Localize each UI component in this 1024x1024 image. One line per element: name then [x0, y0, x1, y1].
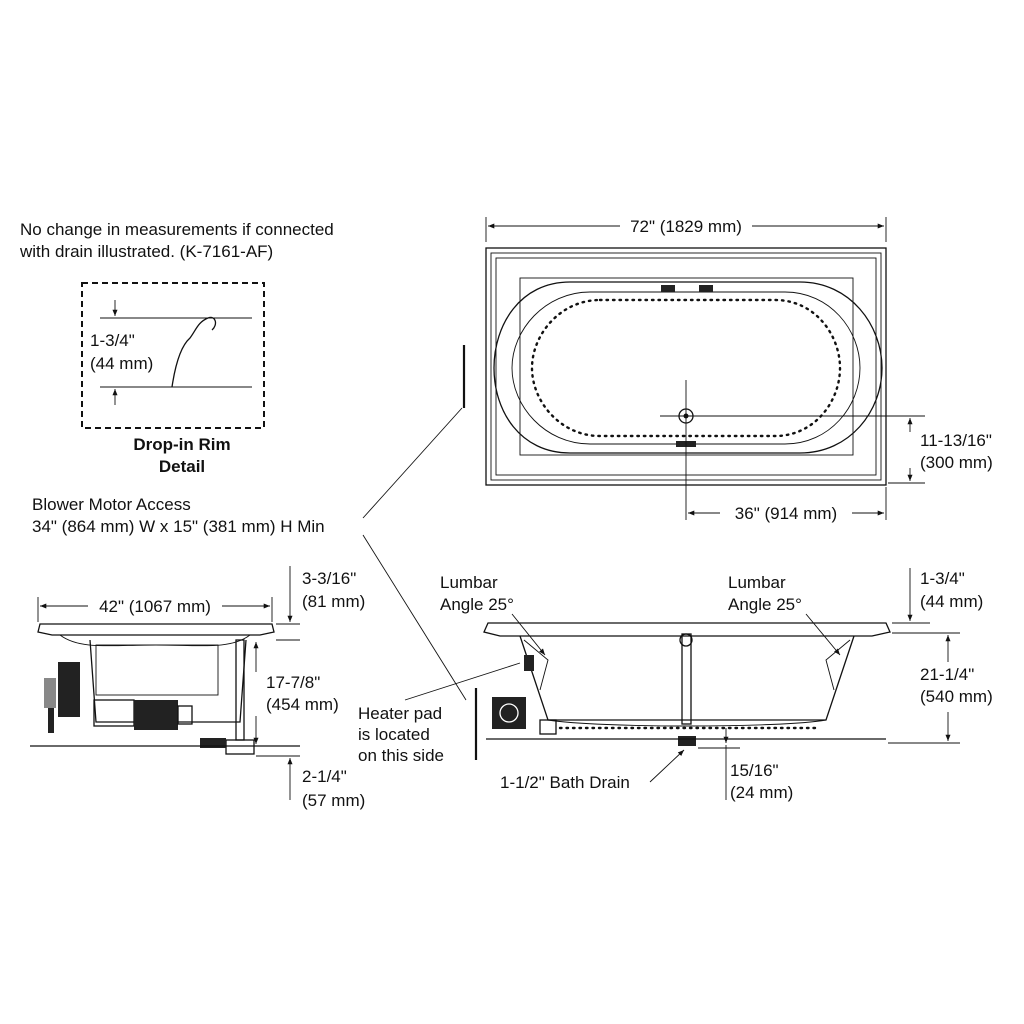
- detail-dim-line1: 1-3/4": [90, 331, 135, 350]
- lumbar-left-line1: Lumbar: [440, 573, 498, 592]
- front-pump-icon: [492, 697, 526, 729]
- heater-leader: [404, 662, 521, 701]
- rim-detail: 1-3/4" (44 mm) Drop-in Rim Detail: [81, 282, 265, 476]
- side-rim-line1: 3-3/16": [302, 569, 356, 588]
- side-foot-icon: [200, 738, 226, 748]
- side-under-line2: (57 mm): [302, 791, 365, 810]
- lumbar-right-line1: Lumbar: [728, 573, 786, 592]
- detail-title-line1: Drop-in Rim: [133, 435, 230, 454]
- front-drain-dim-line2: (24 mm): [730, 783, 793, 802]
- side-height-line2: (454 mm): [266, 695, 339, 714]
- heater-note-line3: on this side: [358, 746, 444, 765]
- lumbar-right-contour: [825, 639, 851, 691]
- front-drain-dim-line1: 15/16": [730, 761, 779, 780]
- bath-drain-label: 1-1/2" Bath Drain: [500, 773, 630, 792]
- blower-access-line2: 34" (864 mm) W x 15" (381 mm) H Min: [32, 517, 325, 536]
- detail-rim-profile: [171, 316, 217, 388]
- drain-offset-dim: 36" (914 mm): [735, 504, 837, 523]
- blower-motor-icon: [134, 700, 178, 730]
- blower-leader-top: [362, 407, 463, 519]
- side-under-line1: 2-1/4": [302, 767, 347, 786]
- front-view: Lumbar Angle 25° Lumbar Angle 25° 1-3/4"…: [440, 568, 993, 802]
- drain-note-line1: No change in measurements if connected: [20, 220, 334, 239]
- side-rim: [37, 623, 275, 636]
- front-pump-fan-icon: [499, 703, 519, 723]
- front-rim-line2: (44 mm): [920, 592, 983, 611]
- front-height-line1: 21-1/4": [920, 665, 974, 684]
- top-view: 72" (1829 mm) 36" (914 mm) 11-13/16" (30…: [485, 217, 993, 523]
- front-overflow-cap-icon: [679, 633, 693, 647]
- tub-bowl-outline: [493, 281, 883, 454]
- lumbar-left-leader: [511, 613, 546, 656]
- front-tub-body: [519, 635, 855, 721]
- lumbar-left-line2: Angle 25°: [440, 595, 514, 614]
- front-overflow-pipe: [681, 633, 692, 725]
- front-tub-bottom-curve: [547, 719, 827, 727]
- top-width-dim: 72" (1829 mm): [630, 217, 742, 236]
- side-rim-line2: (81 mm): [302, 592, 365, 611]
- tub-deck-line: [519, 277, 854, 456]
- jet-icon-left: [661, 285, 675, 292]
- heater-note-line1: Heater pad: [358, 704, 442, 723]
- blower-access-line1: Blower Motor Access: [32, 495, 191, 514]
- drain-depth-line1: 11-13/16": [920, 431, 992, 450]
- drain-depth-line2: (300 mm): [920, 453, 993, 472]
- pump-motor-icon: [58, 662, 80, 717]
- side-view: 42" (1067 mm) 3-3/16" (81 mm) 17-7/8" (4…: [30, 566, 365, 810]
- front-rim-line1: 1-3/4": [920, 569, 965, 588]
- detail-title-line2: Detail: [159, 457, 205, 476]
- pump-cord-icon: [48, 708, 54, 733]
- detail-frame: [81, 282, 265, 429]
- blower-connector-icon: [177, 705, 193, 725]
- side-apron-panel: [95, 644, 219, 696]
- pump-cable-icon: [44, 678, 56, 708]
- heater-pad-icon: [524, 655, 534, 671]
- lumbar-right-line2: Angle 25°: [728, 595, 802, 614]
- side-height-line1: 17-7/8": [266, 673, 320, 692]
- front-height-line2: (540 mm): [920, 687, 993, 706]
- side-rim-curve: [59, 634, 251, 647]
- detail-dim-line2: (44 mm): [90, 354, 153, 373]
- front-controller-icon: [539, 719, 557, 735]
- lumbar-left-contour: [523, 639, 549, 691]
- front-drain-trap-icon: [678, 736, 696, 746]
- side-drain-trap: [225, 739, 255, 755]
- tub-bowl-inner: [511, 291, 861, 445]
- side-width-dim: 42" (1067 mm): [99, 597, 211, 616]
- front-rim: [483, 622, 891, 637]
- heater-note-line2: is located: [358, 725, 430, 744]
- jet-icon-right: [699, 285, 713, 292]
- lumbar-right-leader: [805, 613, 841, 656]
- drain-note-line2: with drain illustrated. (K-7161-AF): [19, 242, 273, 261]
- blower-leader-bottom: [362, 534, 467, 701]
- tub-floor-texture: [530, 298, 842, 438]
- bath-drain-leader: [649, 749, 685, 783]
